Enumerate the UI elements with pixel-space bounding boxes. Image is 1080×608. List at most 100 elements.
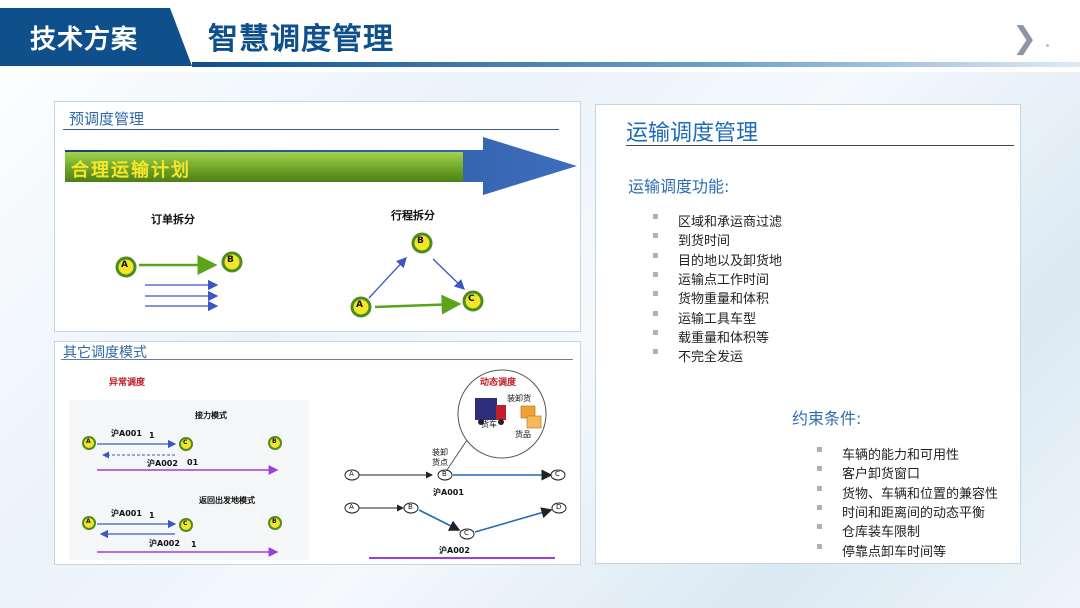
list-item-text: 运输工具车型 (678, 311, 757, 327)
function-item: ▪货物重量和体积 (652, 288, 770, 308)
pre-dispatch-heading: 预调度管理 (69, 110, 145, 128)
list-item-text: 货物、车辆和位置的兼容性 (842, 486, 999, 502)
relay-num-1: 1 (149, 431, 155, 440)
trip-node-a (350, 296, 372, 318)
list-item-text: 不完全发运 (678, 350, 744, 366)
return-node-b (268, 516, 282, 530)
bullet-icon: ▪ (816, 521, 823, 533)
functions-heading: 运输调度功能: (628, 177, 730, 196)
trip-split-arrow-ab (368, 257, 407, 299)
list-item-text: 到货时间 (678, 234, 731, 250)
return-mode-label: 返回出发地模式 (199, 496, 255, 505)
trip-node-a-label: A (356, 300, 363, 310)
banner-label: 合理运输计划 (71, 160, 191, 181)
constraint-item: ▪时间和距离间的动态平衡 (816, 502, 985, 521)
other-modes-heading: 其它调度模式 (63, 345, 147, 361)
order-node-a (115, 256, 137, 278)
order-node-a-label: A (121, 260, 128, 270)
bullet-icon: ▪ (652, 230, 659, 242)
list-item-text: 车辆的能力和可用性 (842, 448, 960, 463)
constraints-heading: 约束条件: (792, 409, 862, 428)
other-modes-diagram (69, 369, 567, 560)
constraint-item: ▪ 停靠点卸车时间等 (816, 541, 947, 560)
dyn-route1-label: 沪A001 (433, 488, 464, 497)
relay-num-2: 01 (187, 458, 199, 467)
dynamic-title: 动态调度 (480, 378, 517, 388)
dyn-node-a-label: A (349, 470, 354, 478)
return-node-a-label: A (86, 518, 91, 525)
heading-rule (61, 359, 573, 360)
dyn-node-b2 (403, 502, 419, 514)
relay-node-c (179, 437, 193, 451)
list-item-text: 停靠点卸车时间等 (842, 544, 947, 560)
dyn-route-bc2 (418, 509, 461, 531)
heading-rule (63, 129, 559, 130)
decor-dot (1046, 44, 1049, 47)
order-node-b (221, 251, 243, 273)
truck-cab (496, 405, 506, 420)
bubble-pointer (446, 439, 468, 471)
relay-plate-2: 沪A002 (147, 459, 178, 468)
function-item: ▪载重量和体积等 (652, 327, 769, 346)
list-item-text: 目的地以及卸货地 (678, 253, 783, 269)
function-item: ▪运输点工作时间 (652, 269, 769, 288)
return-node-b-label: B (272, 518, 277, 525)
order-split-title: 订单拆分 (151, 213, 195, 226)
header-underline (192, 62, 1080, 67)
load-point-callout: 装卸货点 (432, 448, 448, 467)
function-item: ▪运输工具车型 (652, 308, 757, 327)
pre-dispatch-diagram (65, 137, 577, 318)
list-item-text: 货物重量和体积 (678, 292, 770, 308)
bullet-icon: ▪ (816, 463, 823, 475)
bubble-truck-label: 货车 (481, 420, 497, 429)
return-node-a (82, 516, 96, 530)
transport-title-rule (626, 145, 1014, 146)
slide-header: 技术方案 智慧调度管理 ❯ (0, 0, 1080, 72)
trip-split-arrow-ac (374, 294, 462, 315)
chevron-right-icon[interactable]: ❯ (1012, 21, 1038, 56)
constraint-item: ▪ 货物、车辆和位置的兼容性 (816, 483, 999, 502)
relay-node-c-label: C (183, 439, 188, 446)
truck-icon (475, 398, 497, 420)
function-item: ▪区域和承运商过滤 (652, 211, 782, 230)
return-plate-1: 沪A001 (111, 509, 142, 518)
banner-green-band (65, 152, 463, 182)
bullet-icon: ▪ (652, 326, 659, 338)
slide-title: 智慧调度管理 (208, 22, 394, 57)
dyn-node-c2 (459, 528, 475, 540)
bullet-icon: ▪ (652, 211, 659, 222)
dyn-node-d (551, 502, 567, 514)
dyn-node-b2-label: B (408, 503, 413, 511)
relay-plate-1: 沪A001 (111, 429, 142, 438)
relay-node-b (268, 436, 282, 450)
list-item-text: 客户卸货窗口 (842, 467, 921, 483)
bullet-icon: ▪ (652, 249, 659, 261)
bubble-goods-label: 货品 (515, 430, 531, 439)
trip-split-arrow-bc (432, 258, 465, 290)
return-node-c (179, 518, 193, 532)
return-num-2: 1 (191, 540, 197, 549)
constraint-item: ▪ 客户卸货窗口 (816, 463, 921, 483)
dyn-route2-label: 沪A002 (439, 546, 470, 555)
trip-node-c (462, 290, 484, 312)
relay-node-b-label: B (272, 438, 277, 445)
exception-title: 异常调度 (109, 378, 146, 388)
transport-panel: 运输调度管理 运输调度功能: ▪区域和承运商过滤▪到货时间▪目的地以及卸货地▪运… (595, 104, 1021, 564)
section-tab-label: 技术方案 (30, 25, 139, 55)
dyn-route-cd (474, 507, 553, 533)
dyn-node-c (550, 469, 566, 481)
relay-mode-label: 接力模式 (195, 411, 227, 420)
constraint-item: ▪ 仓库装车限制 (816, 521, 921, 541)
return-num-1: 1 (149, 511, 155, 520)
section-tab: 技术方案 (0, 8, 192, 66)
bullet-icon: ▪ (652, 346, 659, 358)
bullet-icon: ▪ (816, 482, 823, 494)
other-modes-panel: 其它调度模式 (54, 341, 581, 565)
dyn-node-c-label: C (555, 470, 560, 478)
list-item-text: 仓库装车限制 (842, 525, 921, 541)
bullet-icon: ▪ (816, 540, 823, 552)
transport-title: 运输调度管理 (626, 121, 759, 146)
bullet-icon: ▪ (816, 444, 823, 455)
constraint-item: ▪ 车辆的能力和可用性 (816, 444, 960, 463)
bullet-icon: ▪ (652, 268, 659, 280)
